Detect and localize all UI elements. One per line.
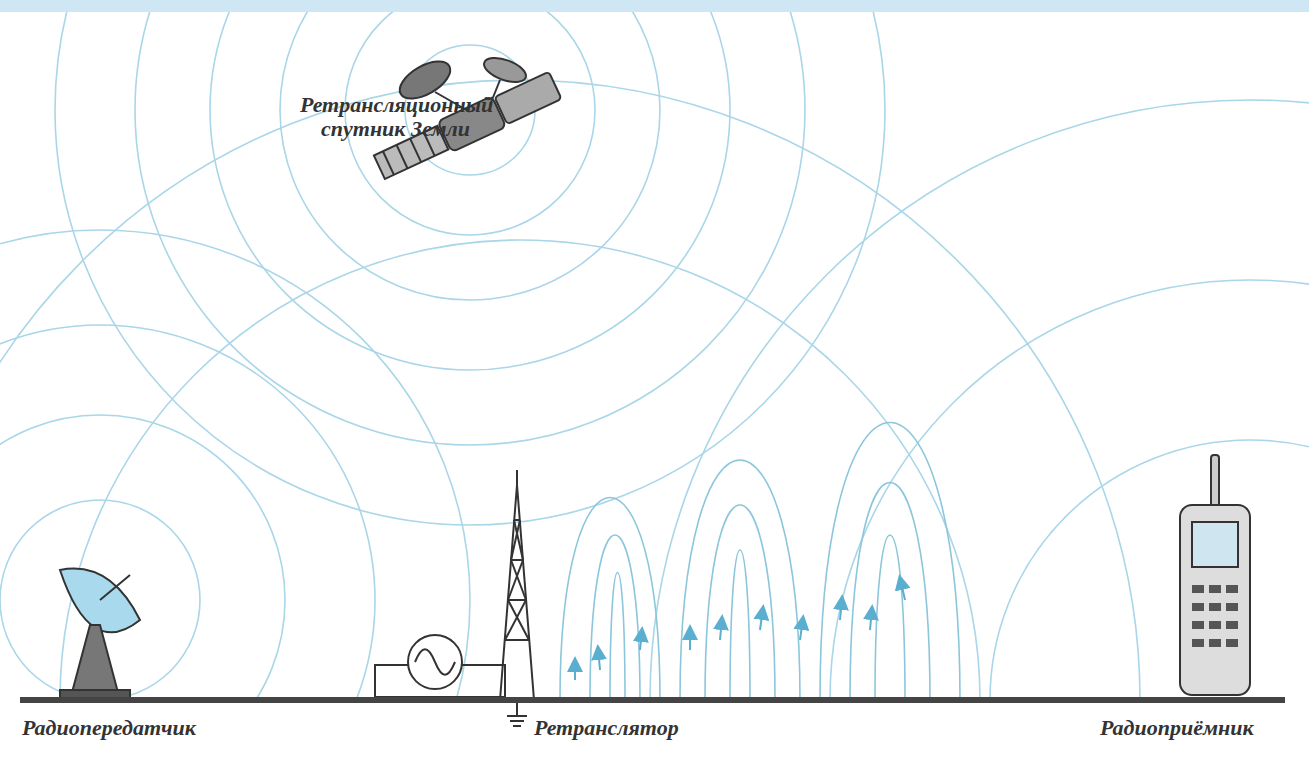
satellite-label: Ретрансляционный спутник Земли	[300, 93, 470, 141]
dish-transmitter	[60, 569, 140, 700]
mobile-phone	[1180, 455, 1250, 695]
relay-tower	[375, 470, 534, 726]
field-arrows	[575, 578, 905, 680]
ground-line	[20, 697, 1285, 703]
transmitter-label: Радиопередатчик	[22, 716, 196, 740]
relay-label: Ретранслятор	[534, 716, 679, 740]
field-loops	[560, 423, 960, 701]
top-band	[0, 0, 1309, 12]
receiver-label: Радиоприёмник	[1100, 716, 1254, 740]
wave-circles	[0, 12, 1309, 700]
